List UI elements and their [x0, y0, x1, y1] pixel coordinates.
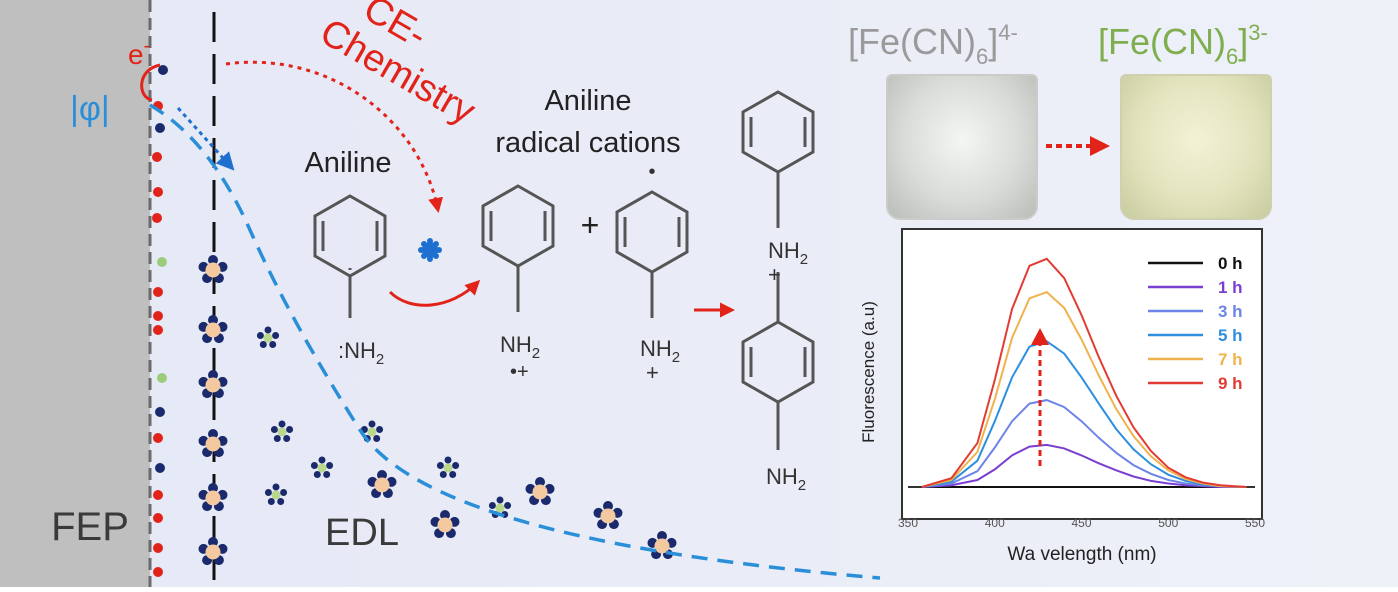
beaker-before — [886, 74, 1038, 220]
ferrocyanide-label: [Fe(CN)6]4- — [848, 20, 1018, 69]
fluorescence-chart: 350 400 450 500 550 Wa velength (nm) Fluoresce… — [859, 254, 1265, 565]
potential-decay-curve — [149, 103, 881, 580]
radical-b-nh2: NH2 — [640, 336, 680, 366]
dimer-charge: + — [768, 262, 781, 287]
legend-label: 1 h — [1218, 278, 1243, 297]
plus-sign: + — [581, 207, 600, 243]
radical-ring-a — [481, 184, 555, 312]
x-axis-label: Wa velength (nm) — [1007, 544, 1156, 565]
aniline-label: Aniline — [304, 147, 391, 179]
aniline-nh2: :NH2 — [338, 338, 384, 368]
legend-label: 3 h — [1218, 302, 1243, 321]
dimer-structure — [741, 90, 815, 450]
surface-charges — [152, 65, 168, 577]
chart-frame — [901, 228, 1263, 520]
ferricyanide-label: [Fe(CN)6]3- — [1098, 20, 1268, 69]
electron-label: e- — [128, 35, 150, 70]
increase-arrowhead — [1031, 328, 1049, 345]
ce-arrow — [225, 60, 443, 213]
radical-b-dot: • — [648, 161, 655, 183]
fep-electrode — [0, 0, 150, 587]
series-line — [921, 340, 1247, 488]
series-line — [921, 290, 1247, 488]
legend-label: 7 h — [1218, 350, 1243, 369]
radical-a-charge: •+ — [510, 361, 529, 383]
fep-label: FEP — [51, 505, 129, 549]
beaker-after — [1120, 74, 1272, 220]
series-line — [921, 399, 1247, 488]
radical-b-charge: + — [646, 360, 659, 385]
x-tick-label: 550 — [1245, 516, 1265, 530]
radical-a-nh2: NH2 — [500, 332, 540, 362]
oxidation-arrow — [388, 279, 481, 307]
legend-label: 9 h — [1218, 374, 1243, 393]
y-axis-label: Fluorescence (a.u) — [859, 301, 878, 443]
potential-arrow — [176, 106, 235, 171]
series-line — [921, 257, 1247, 488]
legend-label: 5 h — [1218, 326, 1243, 345]
catalyst-icon — [418, 238, 442, 262]
electron-transfer-arrow — [140, 63, 161, 102]
radical-title-1: Aniline — [544, 85, 631, 117]
aniline-ring — [313, 194, 387, 318]
radical-title-2: radical cations — [495, 127, 680, 159]
edl-label: EDL — [325, 512, 399, 554]
dimer-nh2-top: NH2 — [768, 238, 808, 268]
series-line — [921, 443, 1247, 488]
x-tick-label: 400 — [985, 516, 1005, 530]
x-tick-label: 450 — [1071, 516, 1091, 530]
x-tick-label: 350 — [898, 516, 918, 530]
potential-label: |φ| — [70, 90, 110, 128]
radical-ring-b — [615, 190, 689, 318]
legend-label: 0 h — [1218, 254, 1243, 273]
x-tick-label: 500 — [1158, 516, 1178, 530]
dimer-nh2-bottom: NH2 — [766, 464, 806, 494]
